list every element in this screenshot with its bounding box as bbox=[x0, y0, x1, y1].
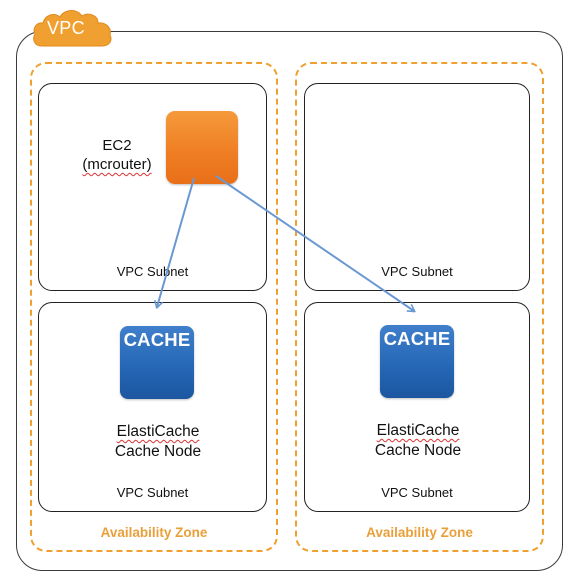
elasticache-node-label: ElastiCache Cache Node bbox=[88, 422, 228, 462]
subnet-label: VPC Subnet bbox=[116, 264, 189, 279]
vpc-label: VPC bbox=[47, 18, 85, 38]
elasticache-label: ElastiCache bbox=[376, 422, 460, 439]
subnet-label: VPC Subnet bbox=[381, 264, 453, 279]
ec2-subtitle: (mcrouter) bbox=[82, 156, 152, 173]
subnet-label: VPC Subnet bbox=[381, 485, 453, 500]
vpc-subnet: VPC Subnet bbox=[304, 83, 530, 291]
ec2-instance-icon bbox=[166, 111, 238, 184]
ec2-label: EC2 (mcrouter) bbox=[78, 136, 156, 174]
cache-icon: CACHE bbox=[380, 325, 454, 398]
elasticache-node-label: ElastiCache Cache Node bbox=[348, 421, 488, 461]
cache-icon-text: CACHE bbox=[383, 328, 451, 349]
vpc-container bbox=[16, 31, 563, 571]
cache-icon-text: CACHE bbox=[123, 329, 191, 350]
subnet-label: VPC Subnet bbox=[116, 485, 189, 500]
vpc-cloud-icon bbox=[33, 10, 112, 47]
ec2-title: EC2 bbox=[102, 137, 132, 154]
elasticache-label: ElastiCache bbox=[116, 423, 200, 440]
availability-zone-label: Availability Zone bbox=[100, 525, 208, 540]
cache-node-label: Cache Node bbox=[114, 443, 202, 460]
cache-node-label: Cache Node bbox=[374, 442, 462, 459]
availability-zone-label: Availability Zone bbox=[366, 525, 473, 540]
cache-icon: CACHE bbox=[120, 326, 194, 399]
vpc-subnet: VPC Subnet bbox=[38, 302, 267, 512]
